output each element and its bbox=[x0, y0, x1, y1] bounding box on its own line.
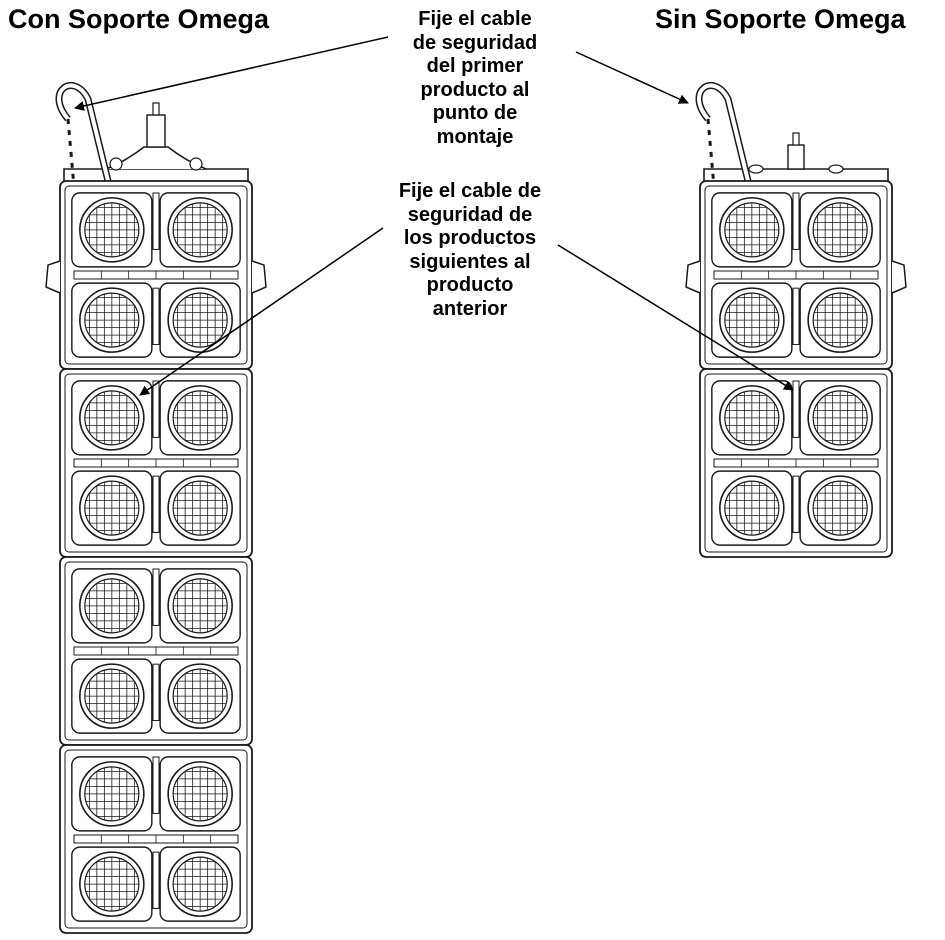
lens-grid bbox=[173, 578, 228, 633]
lens-grid bbox=[84, 766, 139, 821]
left-fixture-stack-with-omega bbox=[45, 82, 267, 934]
lens-grid bbox=[813, 293, 868, 348]
divider bbox=[152, 192, 160, 250]
title-without-omega: Sin Soporte Omega bbox=[655, 4, 906, 34]
divider bbox=[152, 568, 160, 626]
divider bbox=[792, 475, 800, 534]
callout-line: anterior bbox=[432, 297, 508, 320]
callout-line: del primer bbox=[426, 55, 524, 77]
clamp-bolt bbox=[146, 114, 166, 148]
lens-grid bbox=[173, 390, 228, 445]
lens-grid bbox=[813, 202, 868, 257]
lens-grid bbox=[84, 857, 139, 912]
divider bbox=[152, 663, 160, 722]
lens-grid bbox=[84, 481, 139, 536]
title-with-omega: Con Soporte Omega bbox=[8, 4, 270, 34]
safety-cable bbox=[695, 82, 754, 190]
lens-grid bbox=[173, 202, 228, 257]
callout-line: Fije el cable bbox=[418, 8, 532, 30]
arrow-bottom-left bbox=[139, 227, 384, 396]
unit-inner-frame bbox=[704, 373, 888, 553]
unit-inner-frame bbox=[64, 561, 248, 741]
side-handle bbox=[45, 260, 61, 294]
lens-grid bbox=[173, 669, 228, 724]
callout-line: producto al bbox=[420, 78, 530, 101]
lens-grid bbox=[84, 669, 139, 724]
fixture-unit bbox=[699, 180, 893, 370]
callout-line: siguientes al bbox=[409, 250, 531, 273]
lens-grid bbox=[84, 202, 139, 257]
lens-grid bbox=[724, 202, 779, 257]
right-fixture-stack-without-omega bbox=[685, 82, 907, 558]
safety-cable bbox=[55, 82, 114, 190]
divider bbox=[152, 851, 160, 910]
divider bbox=[152, 475, 160, 534]
callout-first-product: Fije el cable de seguridad del primer pr… bbox=[360, 8, 590, 149]
callout-line: producto bbox=[426, 274, 514, 296]
lens-grid bbox=[173, 481, 228, 536]
lens-grid bbox=[173, 857, 228, 912]
divider bbox=[152, 380, 160, 438]
fixture-unit bbox=[59, 744, 253, 934]
lens-grid bbox=[813, 390, 868, 445]
callout-line: de seguridad bbox=[412, 31, 538, 54]
fixture-unit bbox=[59, 556, 253, 746]
lens-grid bbox=[724, 293, 779, 348]
arrow-top-right bbox=[575, 51, 689, 104]
divider bbox=[152, 756, 160, 814]
callout-line: seguridad de bbox=[407, 203, 533, 226]
lens-grid bbox=[813, 481, 868, 536]
unit-inner-frame bbox=[64, 749, 248, 929]
divider bbox=[792, 287, 800, 346]
clamp-bolt bbox=[787, 144, 805, 170]
unit-inner-frame bbox=[64, 373, 248, 553]
divider bbox=[792, 192, 800, 250]
side-handle bbox=[685, 260, 701, 294]
divider bbox=[792, 380, 800, 438]
callout-line: punto de bbox=[432, 102, 518, 124]
lens-grid bbox=[84, 578, 139, 633]
lens-grid bbox=[173, 766, 228, 821]
lens-grid bbox=[84, 390, 139, 445]
callout-line: los productos bbox=[403, 227, 537, 249]
callout-arrows bbox=[74, 36, 794, 396]
divider bbox=[152, 287, 160, 346]
callout-line: montaje bbox=[436, 125, 514, 148]
arrow-bottom-right bbox=[557, 244, 794, 391]
lens-grid bbox=[724, 481, 779, 536]
unit-inner-frame bbox=[704, 185, 888, 365]
lens-grid bbox=[173, 293, 228, 348]
lens-grid bbox=[724, 390, 779, 445]
callout-line: Fije el cable de bbox=[398, 180, 542, 202]
mount-bracket bbox=[703, 132, 889, 181]
callout-following-products: Fije el cable de seguridad de los produc… bbox=[355, 180, 585, 321]
lens-grid bbox=[84, 293, 139, 348]
side-handle bbox=[251, 260, 267, 294]
fixture-unit bbox=[59, 368, 253, 558]
side-handle bbox=[891, 260, 907, 294]
fixture-unit bbox=[699, 368, 893, 558]
unit-inner-frame bbox=[64, 185, 248, 365]
arrow-top-left bbox=[74, 36, 389, 111]
fixture-unit bbox=[59, 180, 253, 370]
